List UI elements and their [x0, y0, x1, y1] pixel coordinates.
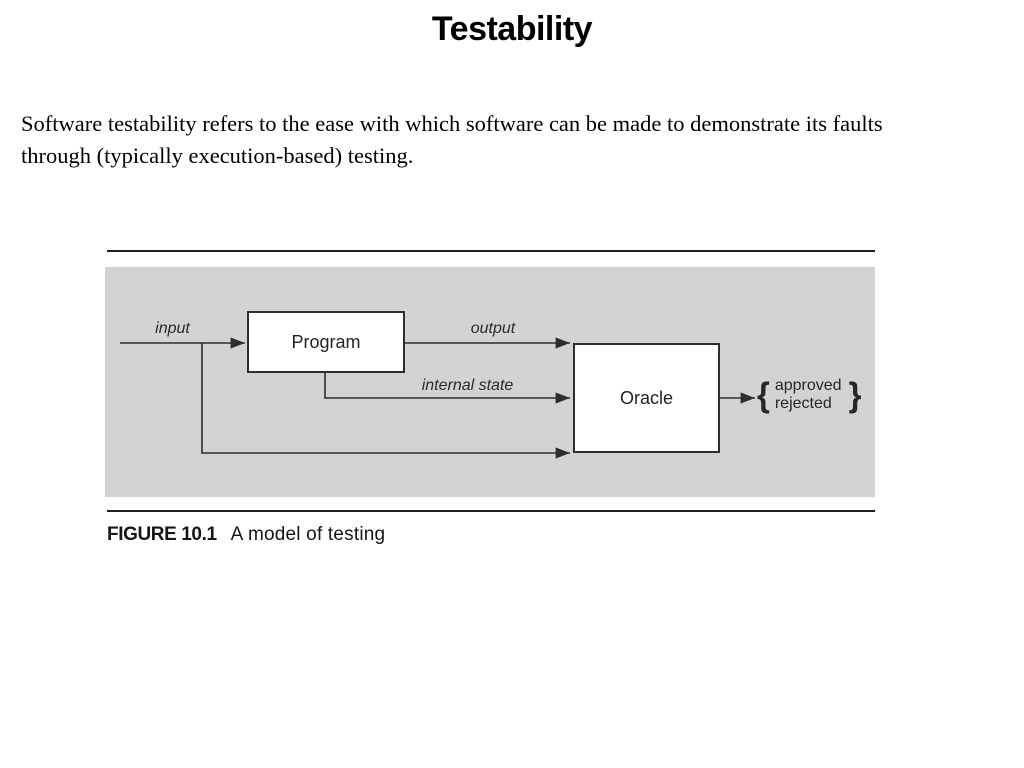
figure-gray-panel	[105, 267, 875, 497]
left-brace: {	[757, 375, 770, 414]
right-brace: }	[848, 375, 862, 414]
figure-caption-number: FIGURE 10.1	[107, 524, 217, 545]
body-line: Software testability refers to the ease …	[21, 111, 883, 136]
slide-title: Testability	[431, 10, 593, 48]
output-label: output	[470, 320, 516, 337]
body-line: through (typically execution-based) test…	[21, 143, 414, 168]
program-box-label: Program	[291, 331, 361, 352]
verdict-words: approved rejected	[775, 377, 842, 414]
internal-state-label: internal state	[421, 377, 514, 394]
verdict-group: { approved rejected }	[757, 373, 861, 417]
rejected-label: rejected	[774, 395, 832, 412]
input-label: input	[155, 320, 190, 337]
diagram-arrows	[120, 337, 755, 459]
figure-caption: FIGURE 10.1 A model of testing	[107, 524, 385, 546]
oracle-box-label: Oracle	[619, 387, 673, 408]
edge-internal-state	[324, 373, 570, 404]
body-paragraph: Software testability refers to the ease …	[21, 108, 1016, 172]
edge-input-to-oracle	[201, 343, 570, 459]
program-box: Program	[247, 311, 405, 373]
figure-bottom-rule	[107, 510, 875, 512]
oracle-box: Oracle	[573, 343, 720, 453]
approved-label: approved	[774, 376, 842, 394]
figure-caption-text: A model of testing	[230, 524, 386, 545]
figure-top-rule	[107, 250, 875, 252]
